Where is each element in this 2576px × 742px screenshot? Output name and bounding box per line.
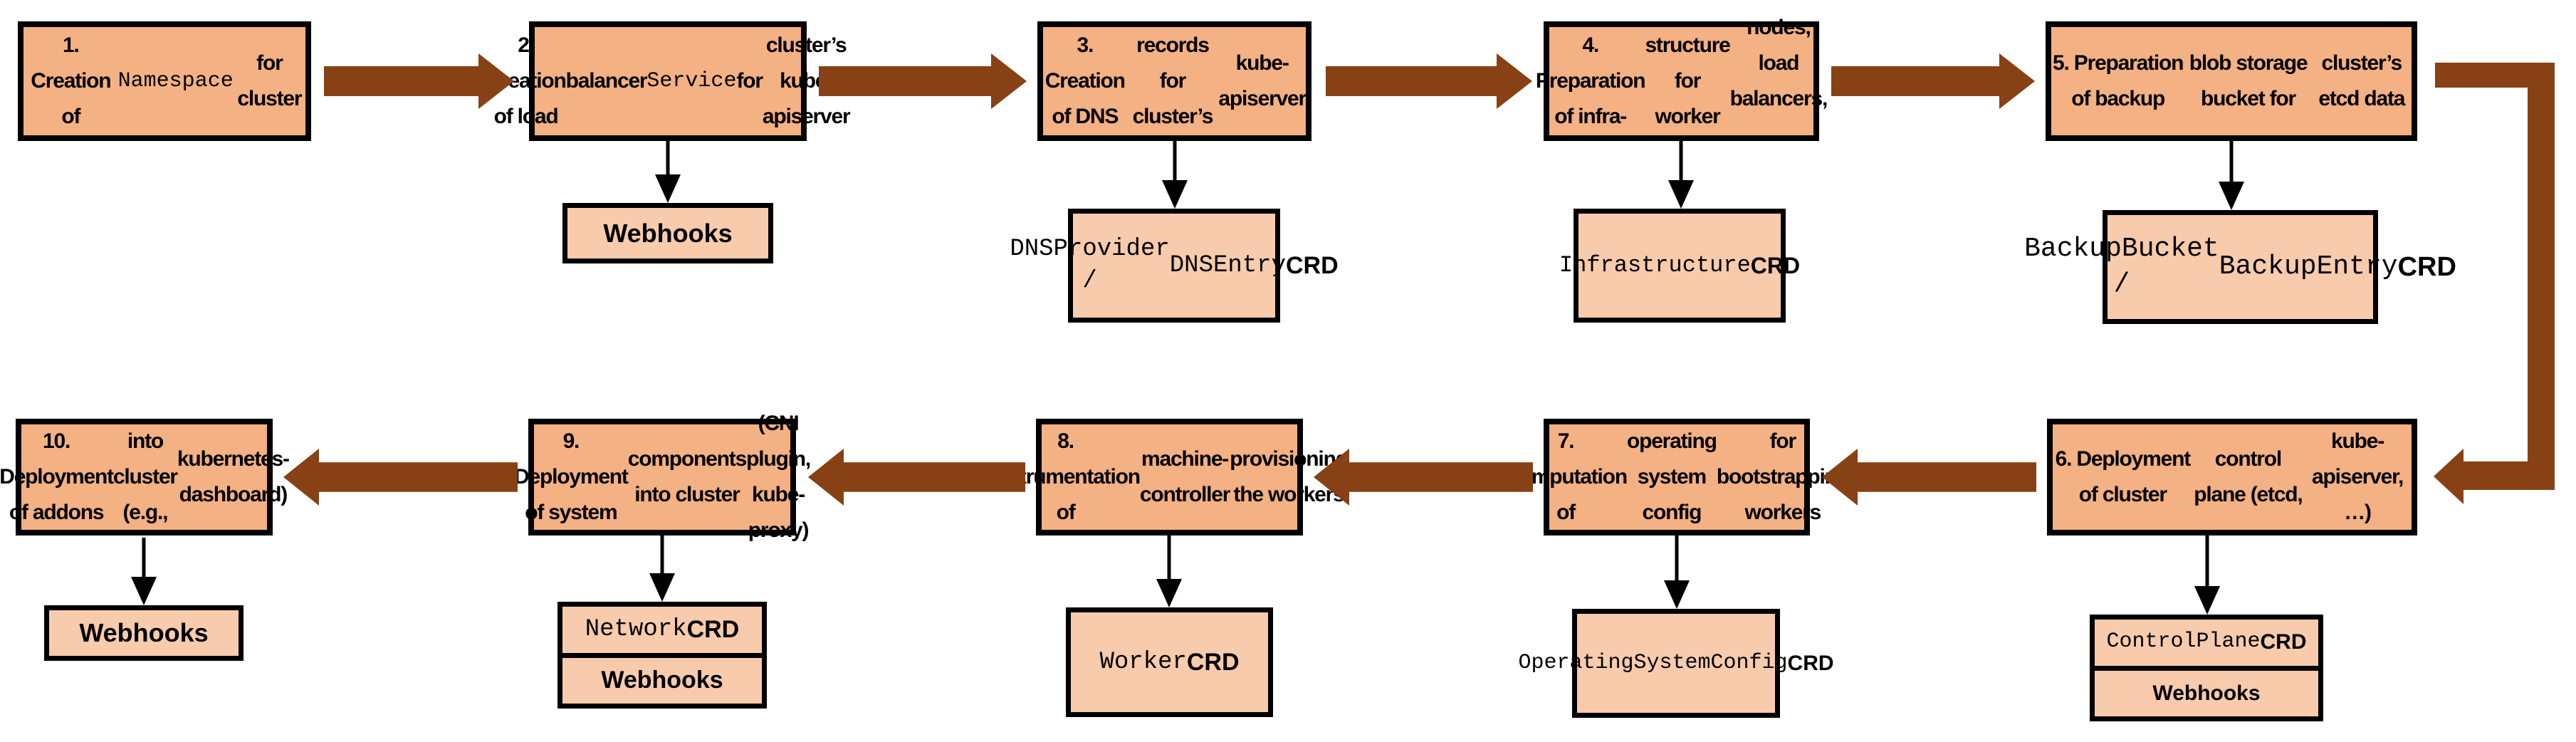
text-segment: BackupBucket / (2024, 233, 2219, 300)
text-segment: balancer (565, 69, 648, 93)
flow-arrow-step4-step5 (1831, 53, 2035, 109)
text-segment: 4. Preparation of infra- (1535, 33, 1646, 128)
connector-step8-crd (1156, 535, 1182, 607)
text-segment: kube-apiserver (1218, 51, 1307, 110)
text-segment: CRD (2260, 630, 2307, 654)
controlplane-crd-label: ControlPlane CRD (2095, 620, 2318, 666)
webhooks-label: Webhooks (2095, 665, 2318, 717)
text-segment: DNSEntry (1169, 251, 1286, 279)
flow-arrow-step5-step6 (2434, 63, 2555, 504)
text-segment: (CNI plugin, kube-proxy) (746, 412, 811, 542)
text-segment: ControlPlane (2106, 629, 2261, 654)
text-segment: machine-controller (1139, 447, 1231, 506)
controlplane-crd-webhooks-stack: ControlPlane CRD Webhooks (2090, 615, 2323, 721)
text-segment: for (736, 69, 763, 93)
connector-step5-crd (2219, 141, 2244, 210)
webhooks-label: Webhooks (49, 610, 239, 656)
text-segment: DNSProvider / (1010, 236, 1170, 295)
text-segment: components into cluster (627, 447, 748, 506)
webhooks-label: Webhooks (567, 208, 768, 258)
connector-step7-crd (1664, 535, 1690, 609)
flow-arrow-step2-step3 (819, 53, 1027, 109)
network-crd-label: Network CRD (562, 607, 762, 653)
connector-step3-crd (1162, 141, 1188, 209)
text-segment: CRD (2397, 251, 2456, 282)
flow-arrow-step9-step10 (283, 449, 518, 506)
text-segment: 6. Deployment of cluster (2055, 447, 2192, 506)
dnsprovider-dnsentry-crd-box: DNSProvider /DNSEntry CRD (1010, 209, 1339, 323)
text-segment: 10. Deployment of addons (0, 429, 114, 524)
text-segment: CRD (1286, 251, 1339, 279)
text-segment: Webhooks (2152, 681, 2261, 705)
text-segment: CRD (686, 615, 740, 643)
text-segment: control plane (etcd, (2194, 447, 2303, 506)
backupbucket-backupentry-crd-box: BackupBucket /BackupEntry CRD (2024, 210, 2456, 324)
webhooks-label: Webhooks (562, 652, 762, 704)
flow-arrow-step6-step7 (1822, 449, 2036, 506)
text-segment: Namespace (117, 69, 234, 93)
text-segment: CRD (1750, 252, 1801, 278)
text-segment: cluster’s etcd data (2318, 51, 2405, 110)
text-segment: for bootstrapping workers (1716, 429, 1850, 524)
connector-step2-webhooks (655, 141, 681, 203)
flow-arrow-step7-step8 (1314, 449, 1533, 506)
text-segment: kube-apiserver, …) (2311, 429, 2404, 524)
text-segment: operating system config (1626, 429, 1717, 524)
text-segment: provisioning the workers (1230, 447, 1349, 506)
text-segment: 3. Creation of DNS (1044, 33, 1126, 128)
text-segment: into cluster (e.g., (112, 429, 178, 524)
text-segment: Network (585, 615, 687, 643)
text-segment: Config (1710, 650, 1788, 675)
flow-arrow-step1-step2 (324, 53, 514, 109)
text-segment: 9. Deployment of system (514, 429, 629, 524)
text-segment: CRD (1787, 651, 1834, 675)
webhooks-box-step10: Webhooks (44, 605, 244, 661)
text-segment: Service (646, 69, 737, 93)
step-box-4: 4. Preparation of infra-structure for wo… (1536, 16, 1828, 146)
text-segment: BackupEntry (2219, 251, 2398, 282)
text-segment: OperatingSystem (1518, 650, 1711, 675)
connector-step4-crd (1668, 141, 1694, 209)
webhooks-box-step2: Webhooks (562, 203, 773, 263)
text-segment: Infrastructure (1559, 251, 1751, 278)
text-segment: Worker (1099, 648, 1187, 676)
text-segment: nodes, load balancers, … (1729, 16, 1828, 146)
text-segment: Webhooks (79, 618, 209, 648)
text-segment: 1. Creation of (31, 33, 111, 128)
connector-step6-crd (2194, 535, 2220, 615)
text-segment: structure for worker (1645, 33, 1730, 128)
connector-step9-crd (649, 535, 675, 602)
network-crd-webhooks-stack: Network CRD Webhooks (557, 602, 767, 709)
text-segment: Webhooks (603, 218, 733, 248)
text-segment: kubernetes-dashboard) (177, 447, 290, 506)
text-segment: 5. Preparation of backup (2053, 51, 2184, 110)
text-segment: for cluster (237, 51, 302, 110)
flow-arrow-step3-step4 (1326, 53, 1532, 109)
dnsprovider-dnsentry-crd-label: DNSProvider /DNSEntry CRD (1010, 214, 1338, 318)
text-segment: CRD (1186, 648, 1240, 676)
connector-step10-webhooks (131, 538, 157, 605)
text-segment: blob storage bucket for (2189, 51, 2308, 110)
text-segment: Webhooks (601, 667, 723, 694)
text-segment: records for cluster’s (1132, 33, 1214, 128)
backupbucket-backupentry-crd-label: BackupBucket /BackupEntry CRD (2024, 215, 2456, 319)
